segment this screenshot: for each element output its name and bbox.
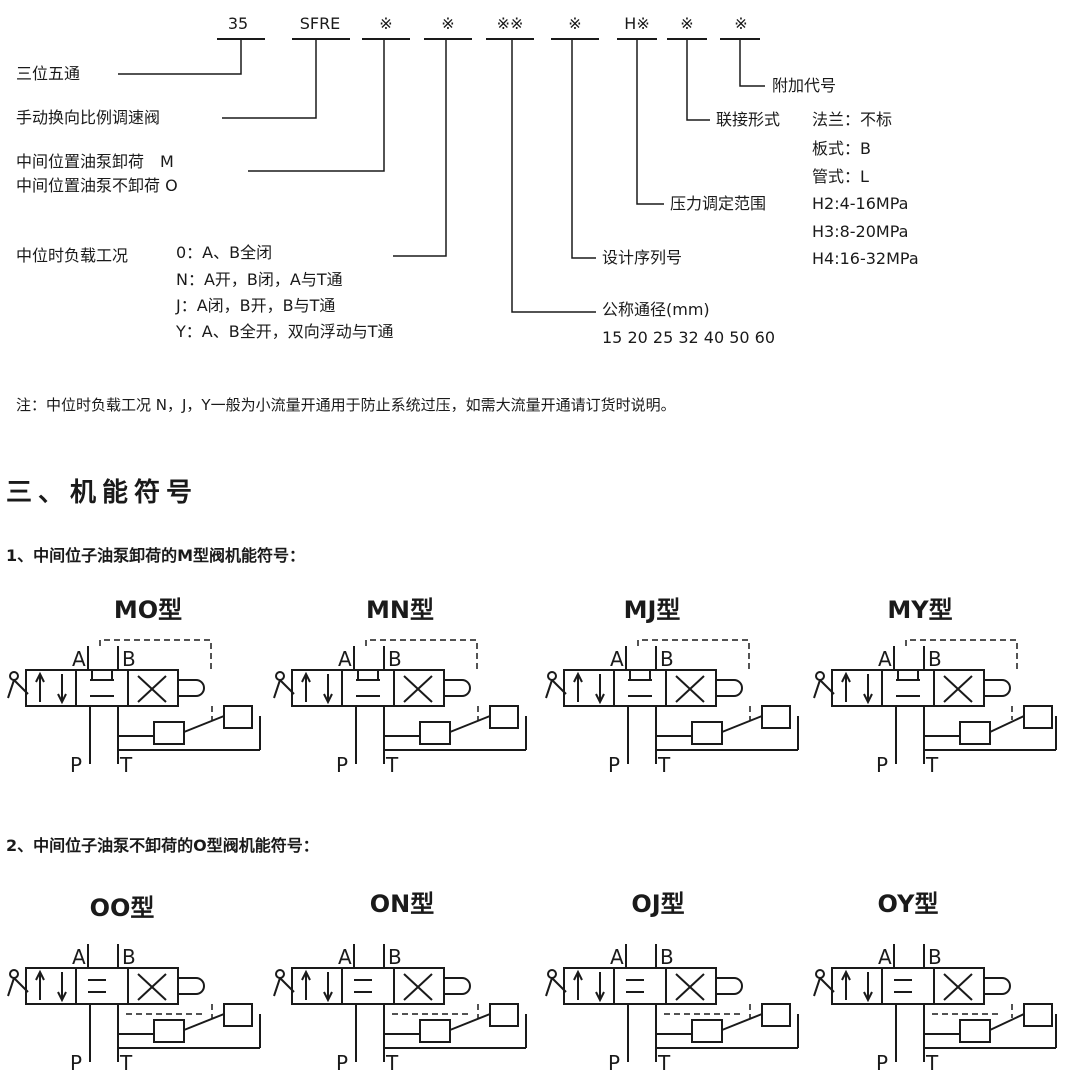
port-t-label: T	[657, 1051, 671, 1074]
port-p-label: P	[336, 753, 348, 776]
port-a-label: A	[72, 945, 86, 969]
port-b-label: B	[928, 945, 942, 969]
symbol-title-mo: MO型	[113, 596, 183, 624]
hydraulic-symbol-mj: A B P T	[545, 639, 799, 776]
port-a-label: A	[338, 945, 352, 969]
port-p-label: P	[876, 1051, 888, 1074]
code-segment-5: ※※	[496, 14, 524, 33]
code-segment-4: ※	[441, 14, 455, 33]
code-bar	[362, 38, 410, 40]
label-additional-code: 附加代号	[772, 76, 837, 95]
hydraulic-symbol-mn: A B P T	[273, 639, 527, 776]
port-p-label: P	[70, 753, 82, 776]
symbol-title-oj: OJ型	[631, 890, 685, 918]
port-a-label: A	[72, 647, 86, 671]
port-t-label: T	[385, 753, 399, 776]
symbol-title-my: MY型	[887, 596, 953, 624]
load-condition-item-n: N：A开，B闭，A与T通	[176, 270, 343, 289]
port-a-label: A	[878, 945, 892, 969]
port-a-label: A	[610, 647, 624, 671]
code-bar	[424, 38, 472, 40]
code-bar	[551, 38, 599, 40]
load-condition-item-0: 0：A、B全闭	[176, 243, 273, 262]
label-nominal-diameter: 公称通径(mm)	[602, 300, 710, 319]
hydraulic-symbol-oj: A B P T	[545, 944, 799, 1074]
port-p-label: P	[608, 1051, 620, 1074]
port-b-label: B	[122, 945, 136, 969]
code-segment-9: ※	[734, 14, 748, 33]
code-bar	[667, 38, 707, 40]
load-condition-item-j: J：A闭，B开，B与T通	[176, 296, 336, 315]
label-design-serial: 设计序列号	[602, 248, 683, 267]
label-manual-valve: 手动换向比例调速阀	[16, 108, 161, 127]
load-condition-item-y: Y：A、B全开，双向浮动与T通	[176, 322, 394, 341]
hydraulic-symbol-mo: A B P T	[7, 639, 261, 776]
port-p-label: P	[336, 1051, 348, 1074]
port-a-label: A	[878, 647, 892, 671]
port-t-label: T	[925, 1051, 939, 1074]
o-group-heading: 2、中间位子油泵不卸荷的O型阀机能符号：	[6, 836, 319, 855]
hydraulic-symbol-on: A B P T	[273, 944, 527, 1074]
hydraulic-symbol-oy: A B P T	[813, 944, 1057, 1074]
label-connection-title: 联接形式	[716, 110, 781, 129]
label-three-position-five-way: 三位五通	[16, 64, 81, 83]
port-b-label: B	[928, 647, 942, 671]
code-bar	[217, 38, 265, 40]
label-load-condition-title: 中位时负载工况	[16, 246, 129, 265]
port-a-label: A	[610, 945, 624, 969]
symbol-title-on: ON型	[369, 890, 435, 918]
code-segment-35: 35	[227, 14, 249, 33]
code-segment-sfre: SFRE	[299, 14, 341, 33]
code-segment-8: ※	[680, 14, 694, 33]
port-b-label: B	[388, 647, 402, 671]
symbol-title-mj: MJ型	[623, 596, 681, 624]
code-bar	[617, 38, 657, 40]
port-t-label: T	[385, 1051, 399, 1074]
port-t-label: T	[657, 753, 671, 776]
port-b-label: B	[660, 647, 674, 671]
port-t-label: T	[925, 753, 939, 776]
pressure-item-h4: H4:16-32MPa	[812, 249, 919, 268]
nominal-diameter-values: 15 20 25 32 40 50 60	[602, 328, 776, 347]
port-b-label: B	[122, 647, 136, 671]
leader-lines	[118, 40, 765, 313]
port-p-label: P	[876, 753, 888, 776]
code-segment-7: H※	[624, 14, 650, 33]
hydraulic-symbol-my: A B P T	[813, 639, 1057, 776]
label-pump-unload-m: 中间位置油泵卸荷 M	[16, 152, 174, 171]
code-bar	[486, 38, 534, 40]
label-pump-no-unload-o: 中间位置油泵不卸荷 O	[16, 176, 178, 195]
port-p-label: P	[608, 753, 620, 776]
port-t-label: T	[119, 1051, 133, 1074]
code-bar	[720, 38, 760, 40]
symbol-title-oo: OO型	[89, 894, 155, 922]
section-title: 三、机能符号	[6, 478, 199, 508]
port-b-label: B	[388, 945, 402, 969]
port-a-label: A	[338, 647, 352, 671]
code-bar	[292, 38, 350, 40]
port-p-label: P	[70, 1051, 82, 1074]
code-segment-6: ※	[568, 14, 582, 33]
pressure-item-h2: H2:4-16MPa	[812, 194, 909, 213]
symbol-title-oy: OY型	[877, 890, 939, 918]
connection-item-flange: 法兰：不标	[812, 110, 893, 129]
code-segment-3: ※	[379, 14, 393, 33]
label-pressure-title: 压力调定范围	[670, 194, 767, 213]
port-t-label: T	[119, 753, 133, 776]
symbol-title-mn: MN型	[366, 596, 434, 624]
m-group-heading: 1、中间位子油泵卸荷的M型阀机能符号：	[6, 546, 306, 565]
port-b-label: B	[660, 945, 674, 969]
pressure-item-h3: H3:8-20MPa	[812, 222, 909, 241]
connection-item-pipe: 管式：L	[812, 167, 869, 186]
hydraulic-symbol-oo: A B P T	[7, 944, 261, 1074]
connection-item-plate: 板式：B	[812, 139, 871, 158]
note: 注：中位时负载工况 N，J，Y一般为小流量开通用于防止系统过压，如需大流量开通请…	[16, 396, 676, 414]
